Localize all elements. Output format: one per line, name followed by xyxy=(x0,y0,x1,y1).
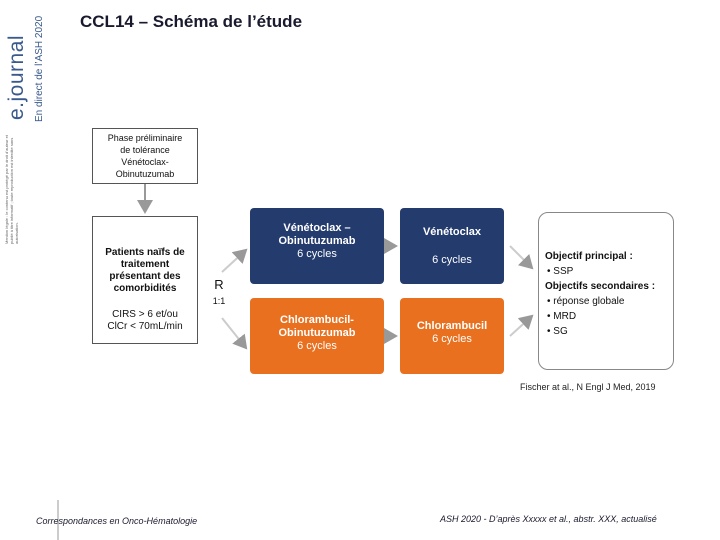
randomization: R 1:1 xyxy=(212,277,226,306)
arrow-arm-a-to-objectives xyxy=(509,245,534,270)
list-item: • MRD xyxy=(547,311,577,322)
footer-publication: Correspondances en Onco-Hématologie xyxy=(36,516,198,526)
phase-box: Phase préliminaire de tolérance Vénétocl… xyxy=(92,128,198,184)
list-item: • SSP xyxy=(547,266,574,277)
arm-b-induction: Chlorambucil- Obinutuzumab 6 cycles xyxy=(250,298,384,374)
arm-a-maintenance: Vénétoclax 6 cycles xyxy=(400,208,504,284)
arm-b-maintenance: Chlorambucil 6 cycles xyxy=(400,298,504,374)
patients-box: Patients naïfs de traitement présentant … xyxy=(92,216,198,344)
reference-citation: Fischer at al., N Engl J Med, 2019 xyxy=(520,382,656,392)
list-item: • SG xyxy=(547,326,568,337)
arrow-arm-b-to-objectives xyxy=(509,314,534,337)
arm-a-induction: Vénétoclax – Obinutuzumab 6 cycles xyxy=(250,208,384,284)
page-title: CCL14 – Schéma de l’étude xyxy=(80,12,303,31)
footer-source: ASH 2020 - D’après Xxxxx et al., abstr. … xyxy=(440,514,657,524)
objectives-box: Objectif principal : • SSP Objectifs sec… xyxy=(538,212,674,370)
list-item: • réponse globale xyxy=(547,296,625,307)
arrow-r-to-arm-b xyxy=(221,317,248,350)
arrow-r-to-arm-a xyxy=(221,248,248,273)
